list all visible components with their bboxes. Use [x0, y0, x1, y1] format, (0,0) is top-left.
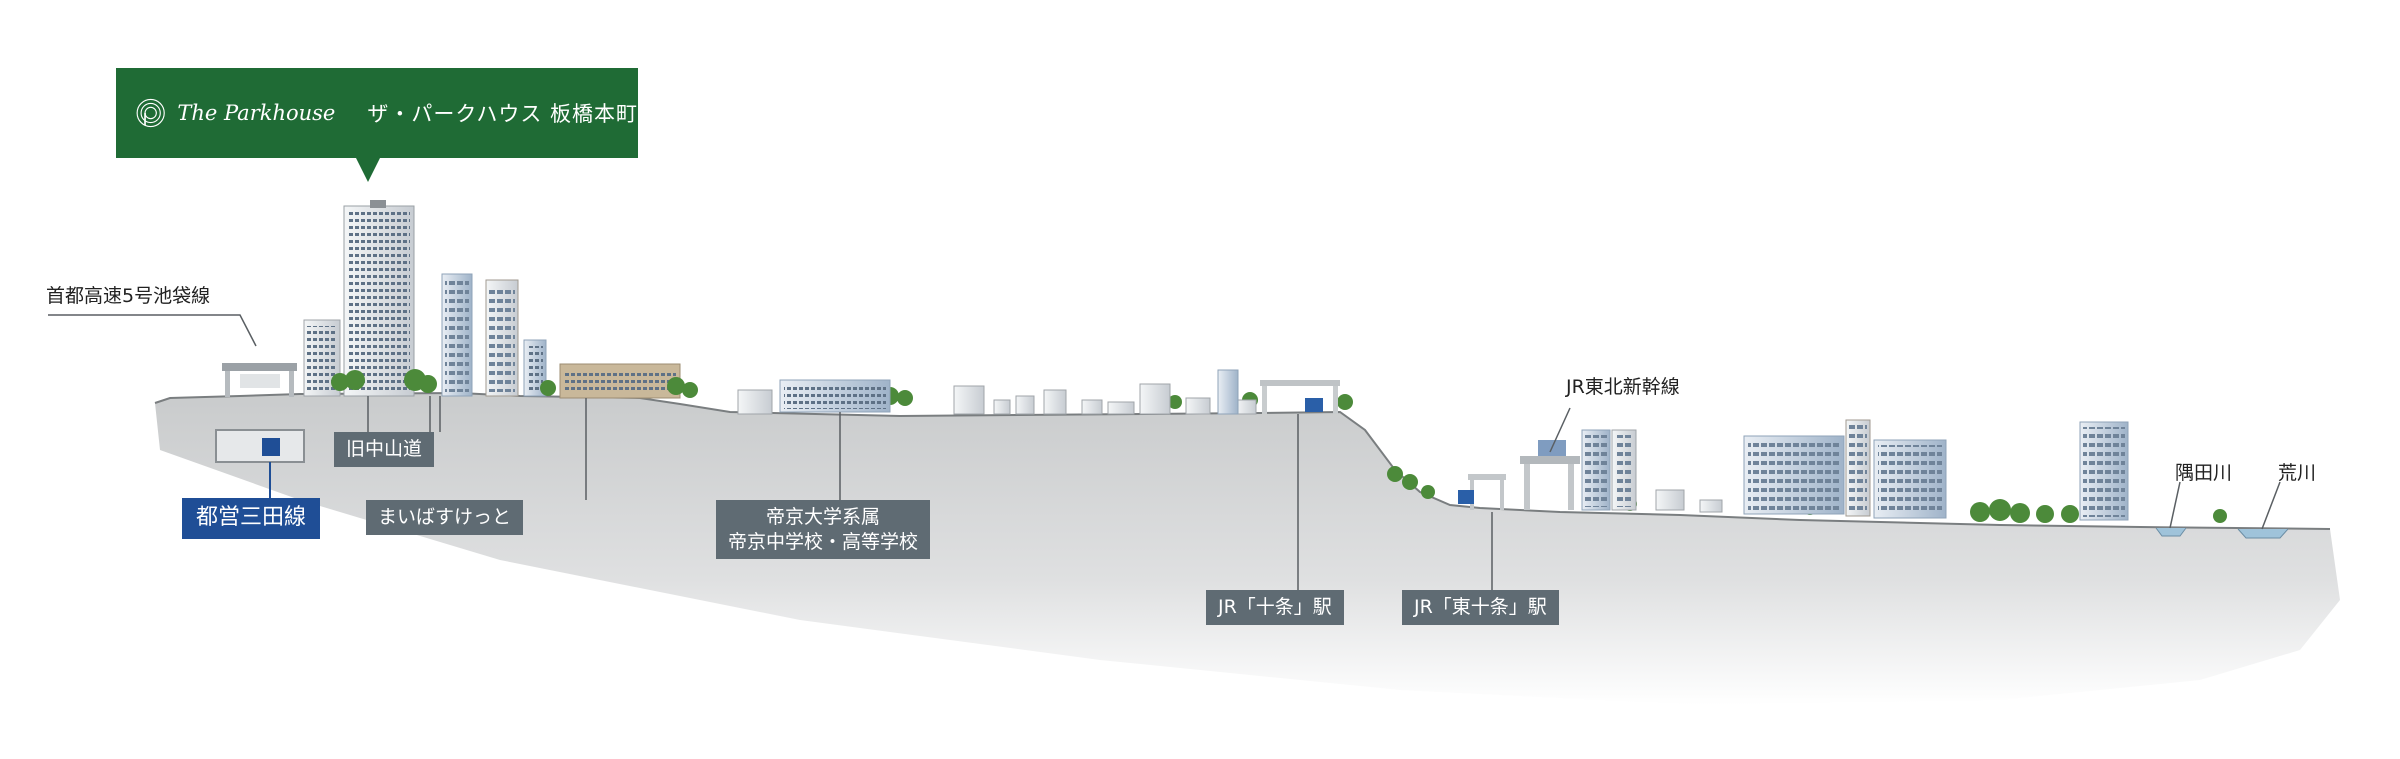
subway-tunnel	[215, 429, 305, 463]
brand-banner: The Parkhouse ザ・パークハウス 板橋本町	[116, 68, 638, 182]
subway-train	[262, 438, 280, 456]
jujo-station-structure	[1260, 380, 1340, 414]
label-expressway: 首都高速5号池袋線	[46, 285, 211, 307]
label-sumida-river: 隅田川	[2175, 462, 2233, 484]
expressway-structure	[222, 363, 297, 397]
label-teikyo-school: 帝京大学系属 帝京中学校・高等学校	[716, 500, 931, 560]
shinkansen-viaduct	[1458, 440, 1580, 510]
sumida-river	[2155, 527, 2187, 537]
arakawa-river	[2237, 528, 2289, 539]
parkhouse-tower	[343, 200, 415, 397]
label-old-road: 旧中山道	[334, 432, 435, 467]
label-teikyo-school-line1: 帝京大学系属	[766, 506, 881, 528]
brand-name-en: The Parkhouse	[177, 101, 336, 125]
label-teikyo-school-line2: 帝京中学校・高等学校	[728, 530, 919, 553]
label-toei-line: 都営三田線	[182, 498, 321, 539]
parkhouse-logo-icon	[136, 98, 165, 128]
brand-name-ja: ザ・パークハウス 板橋本町	[367, 102, 638, 126]
label-shopping: まいばすけっと	[366, 500, 524, 535]
ground-profile	[155, 393, 2340, 705]
label-jr-jujo: JR「十条」駅	[1206, 590, 1344, 625]
label-jr-higashi-jujo: JR「東十条」駅	[1402, 590, 1559, 625]
label-shinkansen: JR東北新幹線	[1566, 376, 1680, 398]
label-arakawa: 荒川	[2278, 462, 2317, 484]
